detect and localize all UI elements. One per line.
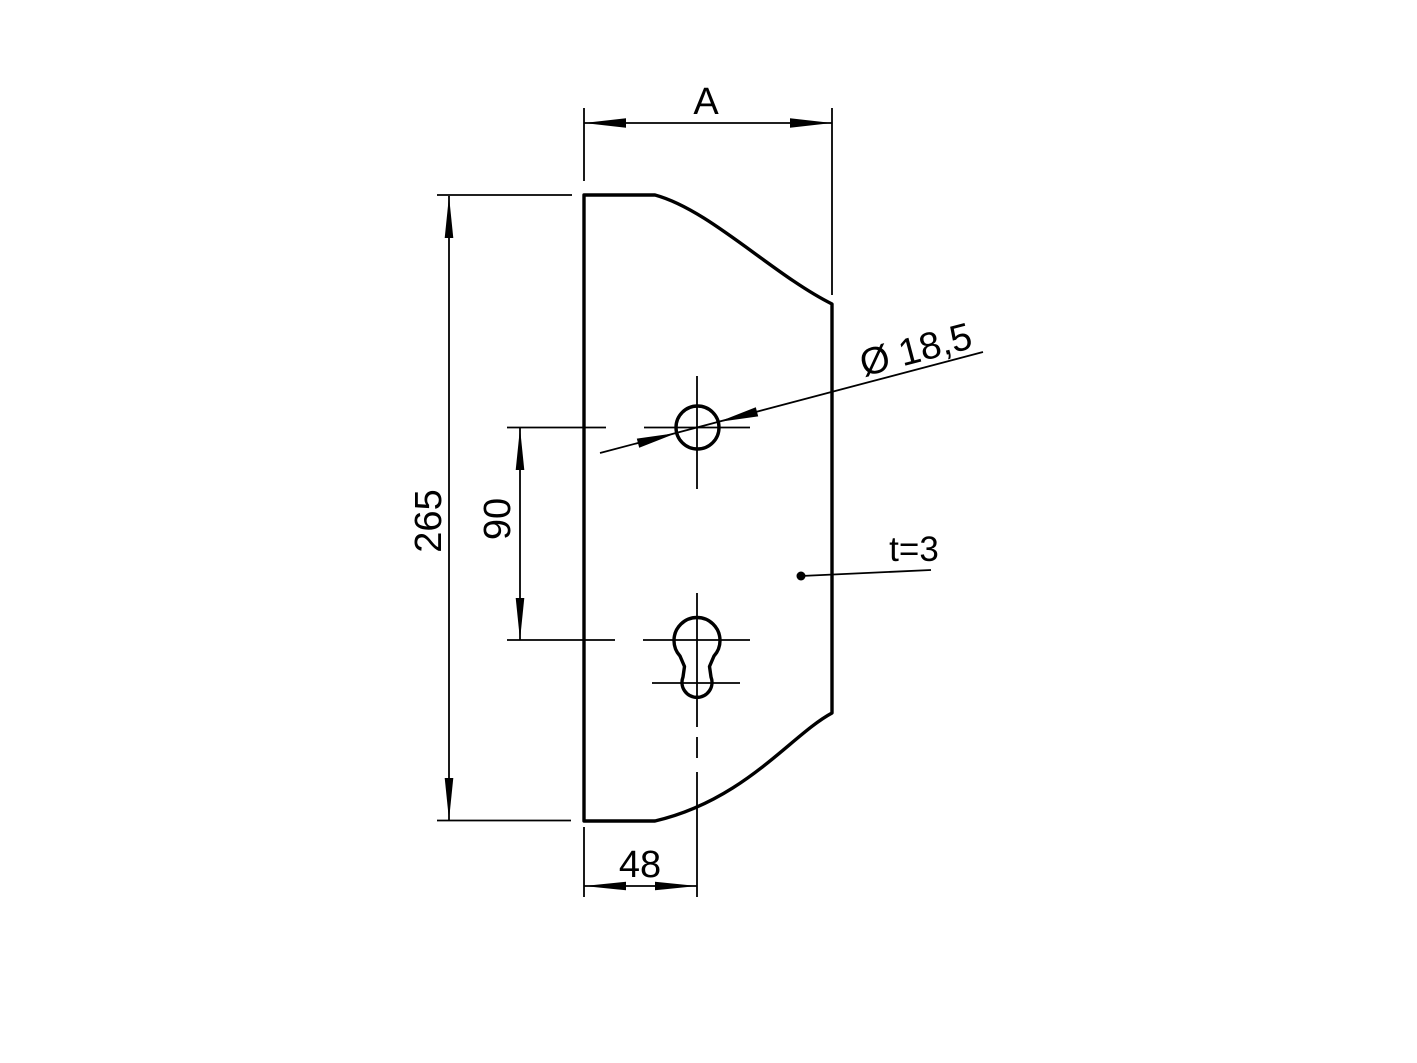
arrowhead-a-right bbox=[790, 118, 832, 128]
arrowhead-265-bottom bbox=[444, 778, 454, 820]
arrowhead-90-top bbox=[515, 428, 525, 470]
label-thickness: t=3 bbox=[889, 530, 939, 569]
arrowhead-diameter-right bbox=[718, 407, 759, 422]
arrowhead-90-bottom bbox=[515, 598, 525, 640]
label-height-265: 265 bbox=[408, 489, 450, 552]
arrowhead-48-left bbox=[584, 881, 626, 891]
arrowhead-265-top bbox=[444, 196, 454, 238]
leader-line-thickness bbox=[800, 569, 932, 577]
arrowhead-48-right bbox=[655, 881, 697, 891]
label-spacing-90: 90 bbox=[477, 498, 519, 540]
plate-outline bbox=[582, 193, 834, 823]
keyhole-slot bbox=[672, 615, 722, 700]
arrowhead-a-left bbox=[584, 118, 626, 128]
arrowhead-diameter-left bbox=[636, 433, 677, 448]
label-width-a: A bbox=[693, 81, 719, 123]
label-width-48: 48 bbox=[619, 844, 661, 886]
